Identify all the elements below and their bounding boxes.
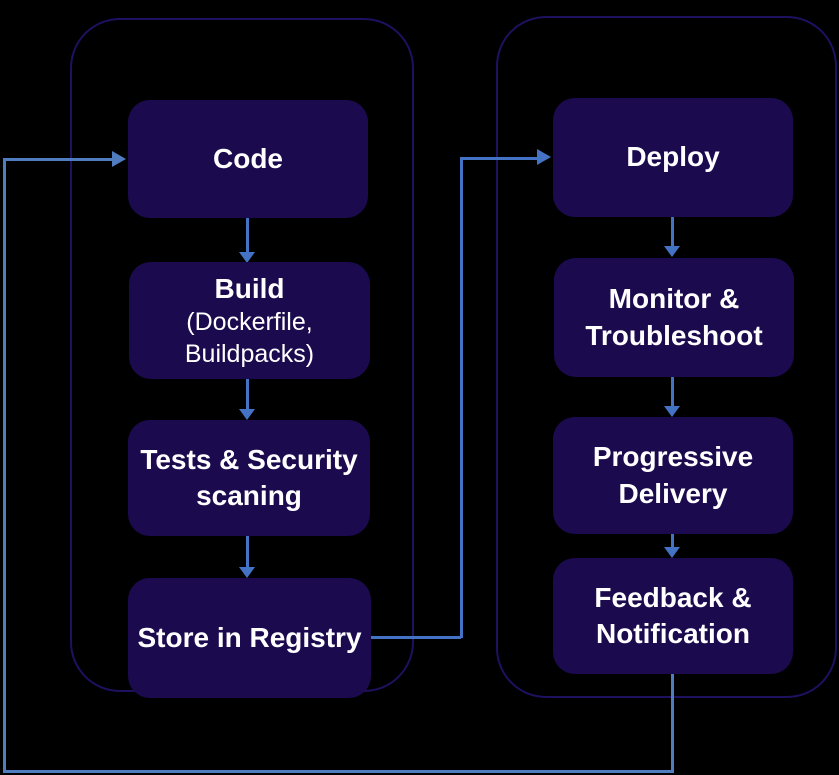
arrow-monitor-to-progressive-head-icon bbox=[664, 406, 680, 417]
connector-store-to-deploy-vertical bbox=[460, 157, 463, 638]
connector-store-to-deploy-horizontal-bottom bbox=[371, 636, 461, 639]
arrow-deploy-to-monitor-line bbox=[671, 217, 674, 248]
arrow-progressive-to-feedback-head-icon bbox=[664, 547, 680, 558]
step-code: Code bbox=[128, 100, 368, 218]
connector-store-to-deploy-head-icon bbox=[537, 149, 551, 165]
arrow-build-to-tests-head-icon bbox=[239, 409, 255, 420]
arrow-tests-to-store-head-icon bbox=[239, 567, 255, 578]
step-monitor-troubleshoot: Monitor & Troubleshoot bbox=[554, 258, 794, 377]
feedback-loop-drop-line bbox=[671, 674, 674, 772]
step-build-sublabel: (Dockerfile, Buildpacks) bbox=[184, 308, 315, 368]
step-code-label: Code bbox=[213, 142, 283, 174]
step-build-label: Build bbox=[214, 272, 285, 304]
arrow-code-to-build-head-icon bbox=[239, 252, 255, 263]
arrow-deploy-to-monitor-head-icon bbox=[664, 246, 680, 257]
step-store-in-registry: Store in Registry bbox=[128, 578, 371, 698]
step-build: Build (Dockerfile, Buildpacks) bbox=[129, 262, 370, 379]
arrow-monitor-to-progressive-line bbox=[671, 377, 674, 407]
feedback-loop-top-line bbox=[5, 158, 112, 161]
step-tests-label: Tests & Security scaning bbox=[140, 443, 358, 511]
step-monitor-label: Monitor & Troubleshoot bbox=[585, 283, 763, 351]
feedback-loop-bottom-line bbox=[3, 770, 674, 773]
step-feedback-label: Feedback & Notification bbox=[594, 581, 752, 649]
step-store-label: Store in Registry bbox=[137, 621, 362, 653]
step-deploy-label: Deploy bbox=[626, 141, 720, 173]
arrow-code-to-build-line bbox=[246, 218, 249, 254]
arrow-build-to-tests-line bbox=[246, 379, 249, 411]
step-progressive-label: Progressive Delivery bbox=[592, 441, 754, 509]
feedback-loop-left-line bbox=[3, 158, 6, 773]
step-feedback-notification: Feedback & Notification bbox=[553, 558, 793, 674]
feedback-loop-head-icon bbox=[112, 151, 126, 167]
connector-store-to-deploy-horizontal-top bbox=[462, 157, 538, 160]
arrow-progressive-to-feedback-line bbox=[671, 534, 674, 548]
cd-group-outline bbox=[496, 16, 837, 698]
arrow-tests-to-store-line bbox=[246, 536, 249, 569]
step-tests-security-scanning: Tests & Security scaning bbox=[128, 420, 370, 536]
step-deploy: Deploy bbox=[553, 98, 793, 217]
step-progressive-delivery: Progressive Delivery bbox=[553, 417, 793, 534]
